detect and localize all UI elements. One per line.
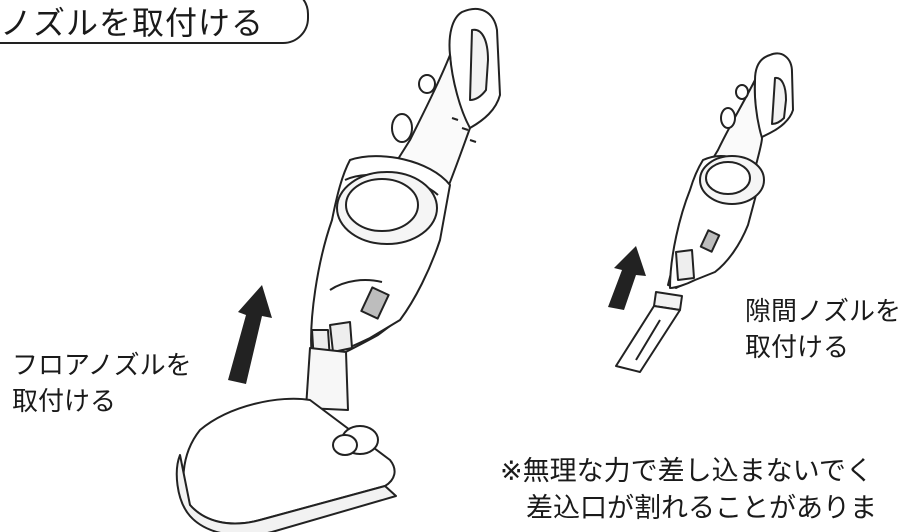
caution-note-line-2: 差込口が割れることがありま bbox=[526, 493, 877, 524]
crevice-nozzle bbox=[615, 291, 683, 373]
floor-nozzle-label-line-1: フロアノズルを bbox=[12, 351, 192, 381]
floor-nozzle bbox=[175, 347, 397, 532]
crevice-nozzle-label-line-2: 取付ける bbox=[745, 333, 850, 363]
crevice-nozzle-label-line-1: 隙間ノズルを bbox=[745, 297, 902, 327]
crevice-nozzle-label: 隙間ノズルを 取付ける bbox=[745, 294, 901, 366]
title-banner bbox=[0, 0, 309, 44]
up-arrow-icon bbox=[608, 246, 646, 310]
floor-nozzle-label-line-2: 取付ける bbox=[12, 387, 117, 417]
vacuum-large bbox=[309, 7, 501, 366]
caution-note-line-1: ※無理な力で差し込まないでく bbox=[500, 456, 873, 487]
page-title: ノズルを取付ける bbox=[0, 4, 265, 42]
caution-note: ※無理な力で差し込まないでく 差込口が割れることがありま bbox=[500, 453, 877, 527]
up-arrow-icon bbox=[228, 285, 272, 384]
floor-nozzle-label: フロアノズルを 取付ける bbox=[12, 348, 192, 420]
vacuum-small bbox=[667, 52, 794, 289]
